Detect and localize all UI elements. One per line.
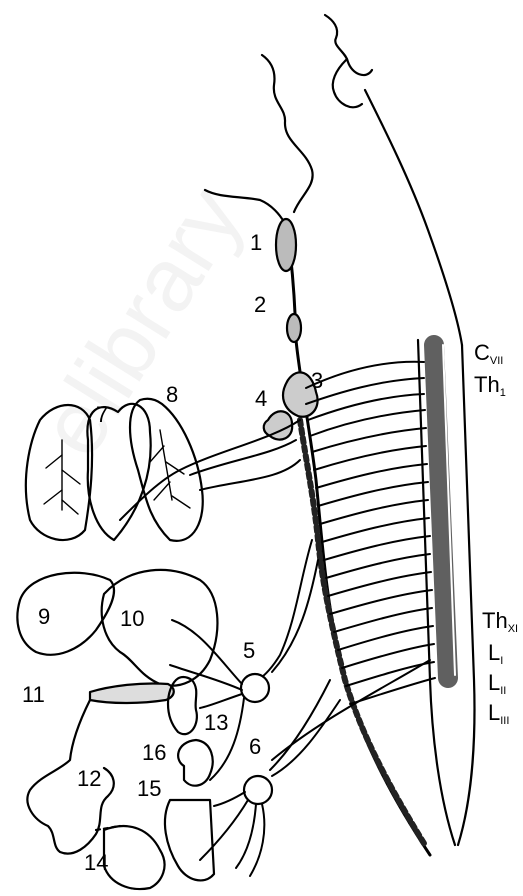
label-3: 3 <box>311 370 323 392</box>
segment-li-letter: L <box>488 640 500 665</box>
spinal-cord-outline-right <box>458 345 474 845</box>
liver <box>17 573 114 655</box>
segment-cvii-letter: C <box>474 340 490 365</box>
label-15: 15 <box>137 778 161 800</box>
label-11: 11 <box>22 684 45 706</box>
label-14: 14 <box>84 852 108 874</box>
pancreas <box>90 683 174 703</box>
head-nerve-line <box>333 60 362 107</box>
segment-li-subscript: I <box>500 655 503 667</box>
label-5: 5 <box>243 640 255 662</box>
label-10: 10 <box>120 608 144 630</box>
label-9: 9 <box>38 606 50 628</box>
label-12: 12 <box>77 768 101 790</box>
splanchnic-nerves-upper <box>258 540 318 680</box>
label-6: 6 <box>249 736 261 758</box>
label-7: 7 <box>96 404 108 426</box>
segment-lii-letter: L <box>488 670 500 695</box>
label-4: 4 <box>255 388 267 410</box>
neck-outline <box>365 90 462 345</box>
segment-label-li: LI <box>488 642 503 664</box>
label-1: 1 <box>250 232 262 254</box>
bladder <box>178 740 213 786</box>
head-outline-left <box>262 55 313 212</box>
trunk-beads <box>300 420 425 845</box>
label-13: 13 <box>204 712 228 734</box>
segment-th1-letter: Th <box>474 372 500 397</box>
segment-label-lii: LII <box>488 672 506 694</box>
splanchnic-nerves-lower <box>270 660 430 776</box>
cranial-nerve-branch <box>205 190 284 222</box>
kidney <box>168 677 197 734</box>
segment-cvii-subscript: VII <box>490 355 503 367</box>
bronchial-tree-left <box>44 440 80 514</box>
segment-liii-letter: L <box>488 700 500 725</box>
superior-cervical-ganglion <box>276 219 296 271</box>
segment-th1-subscript: 1 <box>500 387 506 399</box>
segment-lii-subscript: II <box>500 685 506 697</box>
celiac-fibers <box>170 620 244 780</box>
segment-liii-subscript: III <box>500 715 509 727</box>
segment-label-liii: LIII <box>488 702 509 724</box>
label-8: 8 <box>166 384 178 406</box>
spinal-rami <box>306 362 435 704</box>
label-2: 2 <box>254 294 266 316</box>
segment-thxi-letter: Th <box>482 608 508 633</box>
left-lung <box>26 405 92 540</box>
head-outline-right <box>325 15 372 75</box>
label-16: 16 <box>142 742 166 764</box>
segment-label-cvii: CVII <box>474 342 503 364</box>
segment-thxi-subscript: XI <box>508 623 518 635</box>
rectum <box>165 800 214 880</box>
segment-label-thxi: ThXI <box>482 610 518 632</box>
celiac-ganglion <box>241 674 269 702</box>
segment-label-th1: Th1 <box>474 374 506 396</box>
genital-organ <box>104 826 165 889</box>
spinal-cord-gray-column <box>434 345 448 678</box>
middle-cervical-ganglion <box>287 314 301 342</box>
